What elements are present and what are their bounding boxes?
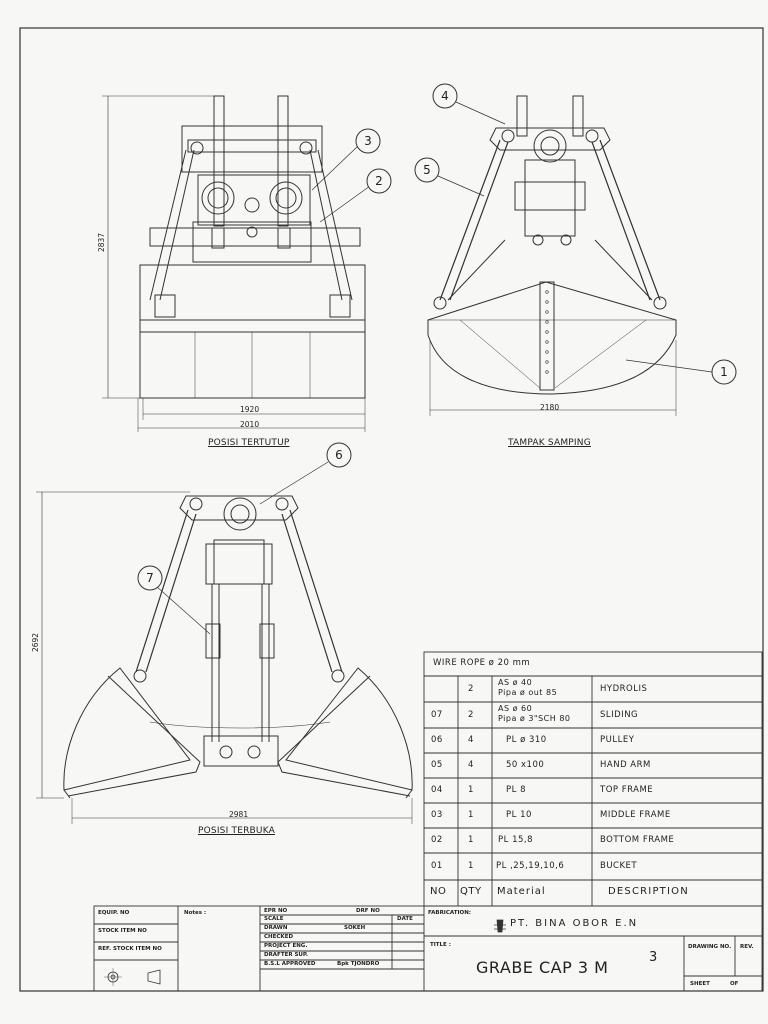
epr-no-label: EPR NO [264,908,288,914]
bom-material: PL ø 310 [506,735,547,745]
project-eng-label: PROJECT ENG. [264,943,308,949]
title-label: TITLE : [430,942,451,948]
bom-no: 01 [431,861,443,871]
bom-footer-material: Material [497,886,546,897]
bom-qty: 4 [468,760,474,770]
title-block-lines [93,905,763,992]
callout-6: 6 [335,448,343,462]
bom-description: HYDROLIS [600,684,648,694]
bom-footer-qty: QTY [460,886,482,897]
of-label: OF [730,981,739,987]
bom-no: 06 [431,735,443,745]
bom-qty: 1 [468,861,474,871]
bom-footer-description: DESCRIPTION [608,886,689,897]
bom-description: HAND ARM [600,760,651,770]
bom-qty: 2 [468,710,474,720]
open-view-drawing [36,461,413,824]
drafter-sup-label: DRAFTER SUP. [264,952,309,958]
side-width-dimension: 2180 [540,403,560,412]
company-logo-icon [494,919,506,933]
open-view-title: POSISI TERBUKA [198,826,276,836]
drawing-no-label: DRAWING NO. [688,944,732,950]
bom-material: PL 15,8 [498,835,533,845]
side-view-drawing [427,95,713,416]
bom-qty: 1 [468,810,474,820]
bom-description: SLIDING [600,710,639,720]
callout-7: 7 [146,571,154,585]
callout-2: 2 [375,174,383,188]
bom-description: PULLEY [600,735,635,745]
drawn-label: DRAWN [264,925,288,931]
bom-qty: 4 [468,735,474,745]
bom-no: 04 [431,785,443,795]
bom-no: 02 [431,835,443,845]
bom-material: PL ,25,19,10,6 [496,861,565,871]
closed-view-title: POSISI TERTUTUP [208,438,290,448]
bom-description: BOTTOM FRAME [600,835,675,845]
bom-no: 05 [431,760,443,770]
fabrication-label: FABRICATION: [428,910,471,916]
bom-no: 07 [431,710,443,720]
drawn-name: SOKEH [344,925,366,931]
approved-name: Bpk TJONDRO [337,961,380,967]
bom-footer-no: NO [430,886,447,897]
checked-label: CHECKED [264,934,294,940]
bom-description: TOP FRAME [600,785,654,795]
bsl-approved-label: B.S.L APPROVED [264,961,316,967]
bom-material: AS ø 40 Pipa ø out 85 [498,678,558,697]
bom-material: 50 x100 [506,760,545,770]
closed-view-drawing [102,95,371,432]
callout-4: 4 [441,89,449,103]
closed-inner-width-dimension: 1920 [240,405,260,414]
ref-stock-item-no-label: REF. STOCK ITEM NO [98,946,162,952]
open-width-dimension: 2981 [229,810,249,819]
sheet-label: SHEET [690,981,710,987]
bom-material: PL 8 [506,785,526,795]
callout-3: 3 [364,134,372,148]
rev-label: REV. [740,944,754,950]
projection-symbol-icon [104,968,161,986]
bom-description: BUCKET [600,861,638,871]
company-name: PT. BINA OBOR E.N [510,918,639,929]
bom-description: MIDDLE FRAME [600,810,671,820]
stock-item-no-label: STOCK ITEM NO [98,928,147,934]
closed-outer-width-dimension: 2010 [240,420,260,429]
drf-no-label: DRF NO [356,908,380,914]
equip-no-label: EQUIP. NO [98,910,130,916]
bom-no: 03 [431,810,443,820]
callout-1: 1 [720,365,728,379]
scale-label: SCALE [264,916,284,922]
date-label: DATE [397,916,413,922]
bom-qty: 2 [468,684,474,694]
drawing-title-superscript: 3 [649,950,658,965]
side-view-title: TAMPAK SAMPING [508,438,591,448]
bom-header: WIRE ROPE ø 20 mm [433,658,531,668]
drawing-title: GRABE CAP 3 M [476,958,609,977]
bom-material: PL 10 [506,810,532,820]
bom-material: AS ø 60 Pipa ø 3"SCH 80 [498,704,571,723]
bom-qty: 1 [468,835,474,845]
notes-label: Notes : [184,910,207,916]
callout-5: 5 [423,163,431,177]
bom-table [423,651,763,907]
bom-qty: 1 [468,785,474,795]
